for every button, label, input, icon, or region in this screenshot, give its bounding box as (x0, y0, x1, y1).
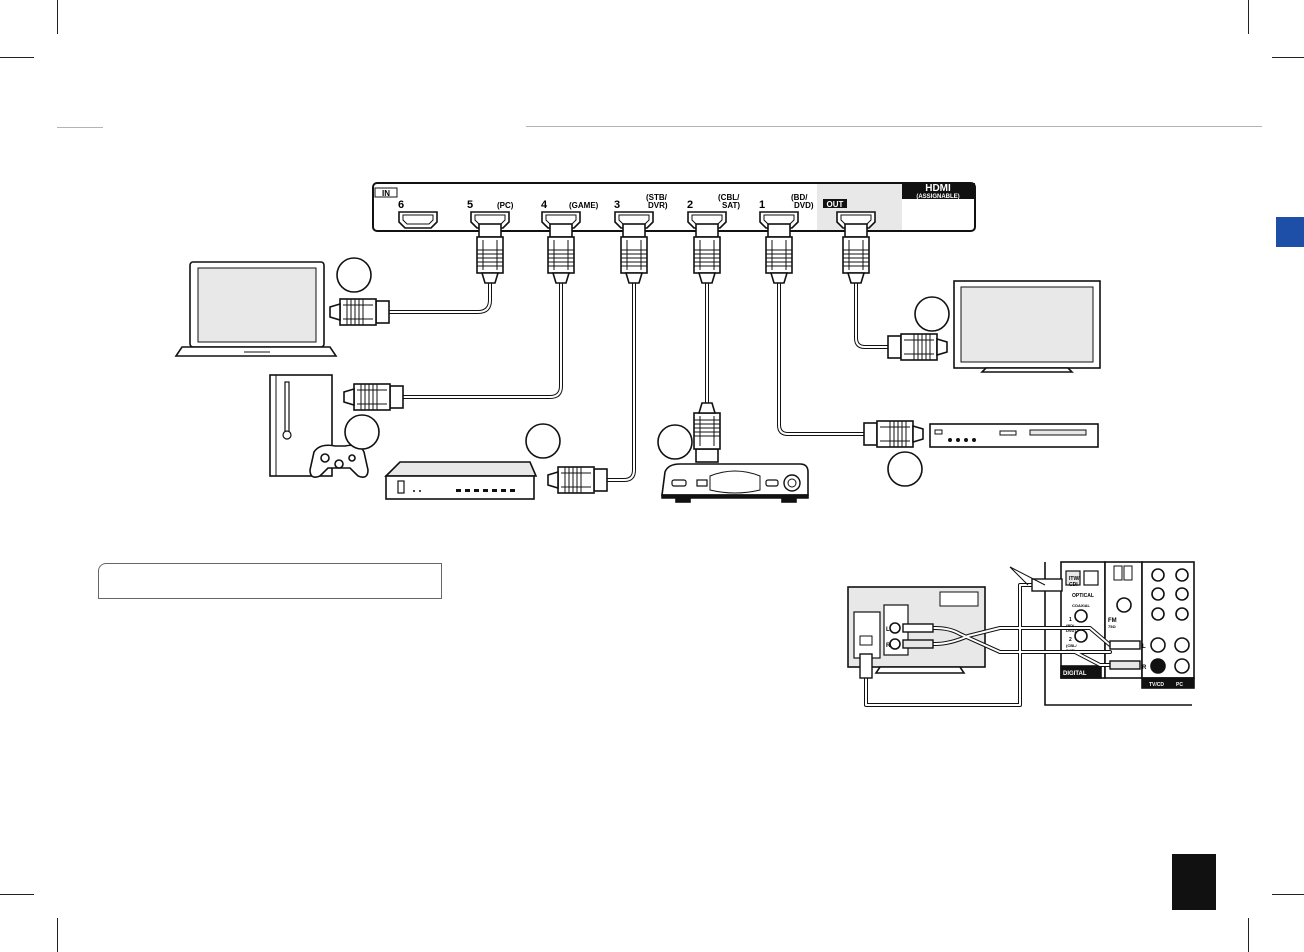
header-rule-left (57, 127, 103, 128)
bd-label-2: (BD/ (1066, 623, 1075, 628)
hdmi-plug (329, 298, 390, 326)
hdmi-subtitle: (ASSIGNABLE) (916, 194, 959, 200)
optical-label: OPTICAL (1072, 593, 1094, 599)
callout-bubble (657, 424, 693, 460)
port-2-name: (CBL/ (718, 193, 740, 202)
crop-mark (1272, 57, 1304, 58)
itw-label: ITW/ (1069, 576, 1080, 582)
port-3-number: 3 (614, 199, 620, 211)
bd-label: 1 (1069, 617, 1072, 623)
tv-icon (953, 280, 1101, 373)
crop-mark (1272, 894, 1304, 895)
crop-mark (0, 57, 34, 58)
receiver-rear-panel (1044, 561, 1195, 706)
port-6-number: 6 (398, 199, 404, 211)
port-1-name-2: DVD) (794, 201, 814, 210)
hdmi-plug (693, 402, 721, 463)
hdmi-plug (887, 333, 948, 361)
port-5-name: (PC) (497, 201, 514, 210)
port-1-number: 1 (759, 199, 765, 211)
cable-game (399, 274, 563, 399)
page-number-box (1172, 854, 1216, 910)
port-1-name: (BD/ (791, 193, 808, 202)
hdmi-plug (476, 223, 504, 284)
cable-pc (385, 274, 492, 314)
crop-mark (0, 894, 34, 895)
hdmi-port-6[interactable] (398, 211, 438, 229)
hdmi-title-bar (902, 183, 975, 199)
callout-bubble (344, 414, 380, 450)
game-console-icon (269, 374, 333, 477)
set-top-box-icon (384, 461, 538, 500)
port-2-name-2: SAT) (722, 201, 740, 210)
itw-label-2: CDI (1069, 582, 1078, 588)
rear-r-label: R (1142, 665, 1147, 671)
note-box (98, 563, 442, 599)
cable-stb (603, 274, 636, 482)
hdmi-plug (693, 223, 721, 284)
fm-label-2: 75Ω (1108, 624, 1116, 629)
tv-r-label: R (886, 643, 891, 649)
callout-bubble (525, 423, 561, 459)
satellite-receiver-icon (661, 463, 809, 503)
hdmi-plug (842, 223, 870, 284)
cbl-label: 2 (1069, 637, 1072, 643)
port-2-number: 2 (687, 199, 693, 211)
fm-label: FM (1108, 618, 1117, 624)
tv-l-label: L (886, 627, 890, 633)
digital-label: DIGITAL (1063, 671, 1087, 677)
laptop-icon (174, 261, 338, 357)
hdmi-plug (765, 223, 793, 284)
gamepad-icon (309, 444, 369, 478)
hdmi-plug (863, 420, 924, 448)
hdmi-plug (547, 466, 608, 494)
header-rule-right (526, 126, 1262, 127)
coaxial-label: COAXIAL (1072, 603, 1091, 608)
hdmi-plug (343, 383, 404, 411)
audio-return-diagram: L R ITW/ CDI OPTICAL COAXIAL 1 (847, 561, 1195, 707)
port-3-name-2: DVR) (648, 201, 668, 210)
callout-bubble (887, 451, 923, 487)
hdmi-plug (547, 223, 575, 284)
bd-label-3: DVD) (1066, 628, 1076, 633)
rear-l-label: L (1142, 644, 1146, 650)
hdmi-plug (620, 223, 648, 284)
in-label: IN (382, 189, 390, 198)
port-3-name: (STB/ (646, 193, 668, 202)
port-4-number: 4 (541, 199, 548, 211)
callout-bubble (914, 296, 950, 332)
pc-label: PC (1176, 682, 1183, 688)
crop-mark (1248, 0, 1249, 34)
crop-mark (57, 0, 58, 34)
crop-mark (1248, 918, 1249, 952)
hdmi-title: HDMI (925, 183, 951, 194)
cable-bd (777, 274, 868, 436)
port-5-number: 5 (467, 199, 473, 211)
port-4-name: (GAME) (569, 201, 599, 210)
crop-mark (57, 918, 58, 952)
tvcd-label: TV/CD (1149, 682, 1164, 688)
blu-ray-player-icon (929, 423, 1099, 448)
cable-tv (854, 274, 892, 349)
out-badge (823, 199, 847, 208)
section-tab[interactable] (1276, 217, 1304, 247)
hdmi-panel: HDMI (ASSIGNABLE) IN OUT 6 5 (PC) 4 (GAM… (372, 182, 976, 232)
hdmi-cables (385, 274, 892, 482)
callout-bubble (336, 257, 372, 293)
out-label: OUT (827, 200, 844, 209)
in-badge (374, 187, 398, 198)
cbl-label-2: (CBL/ (1066, 643, 1078, 648)
